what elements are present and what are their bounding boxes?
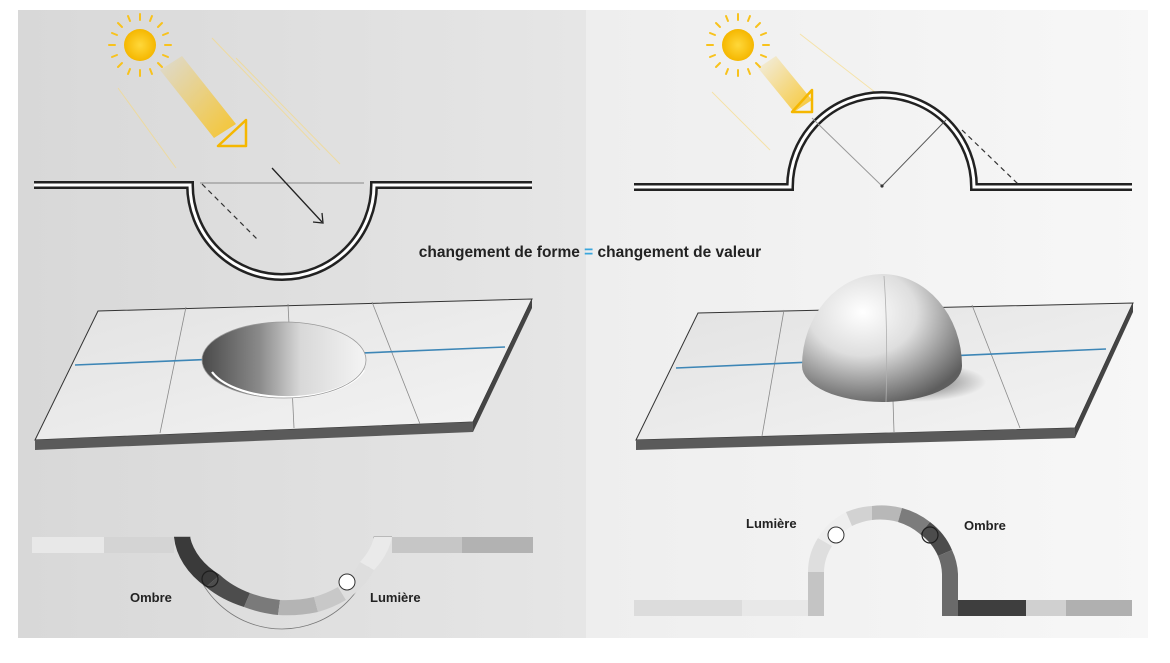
caption-right: changement de valeur <box>598 244 762 261</box>
left-light-label: Lumière <box>370 590 421 605</box>
left-sun-icon <box>108 13 172 77</box>
right-light-rays <box>711 33 881 151</box>
left-cavity-cross-section <box>34 167 532 281</box>
left-light-rays <box>117 37 341 169</box>
right-sun-icon <box>706 13 770 77</box>
left-plate-3d <box>34 298 533 450</box>
right-shadow-label: Ombre <box>964 518 1006 533</box>
left-value-bar <box>32 536 533 630</box>
right-dome-cross-section <box>634 91 1132 191</box>
left-light-beam-arrow <box>160 56 248 148</box>
right-light-marker <box>827 526 845 544</box>
right-shadow-marker <box>921 526 939 544</box>
caption: changement de forme = changement de vale… <box>419 244 761 261</box>
caption-left: changement de forme <box>419 244 580 261</box>
right-light-beam-arrow <box>758 56 814 114</box>
caption-operator: = <box>584 244 597 261</box>
right-value-bar <box>634 505 1132 616</box>
right-plate-3d <box>635 274 1134 450</box>
right-light-label: Lumière <box>746 516 797 531</box>
left-light-marker <box>338 573 356 591</box>
left-shadow-label: Ombre <box>130 590 172 605</box>
left-shadow-marker <box>201 570 219 588</box>
